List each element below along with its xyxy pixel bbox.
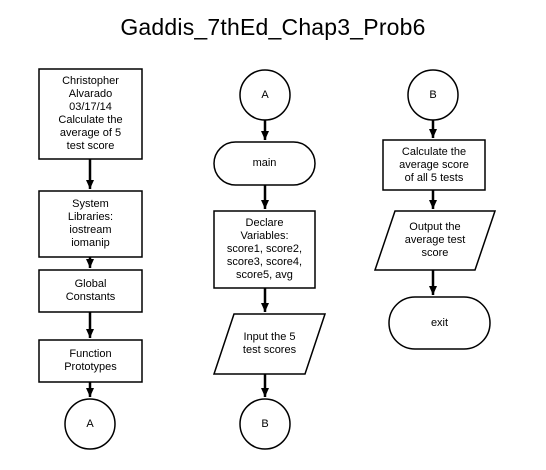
calculate-average-label: Calculate the average score of all 5 tes… <box>399 145 469 184</box>
main-terminal-label: main <box>252 157 277 169</box>
declare-variables-label: Declare Variables: score1, score2, score… <box>226 217 303 281</box>
system-libraries-box <box>38 190 143 258</box>
connector-a-out-label: A <box>86 417 94 430</box>
header-process-label: Christopher Alvarado 03/17/14 Calculate … <box>58 75 123 152</box>
connector-b-in-label: B <box>429 88 437 101</box>
header-process-box <box>38 68 143 160</box>
system-libraries-label: System Libraries: iostream iomanip <box>67 198 114 249</box>
declare-variables-box <box>213 210 316 289</box>
diagram-title: Gaddis_7thEd_Chap3_Prob6 <box>120 14 426 40</box>
calculate-average-box <box>382 139 486 191</box>
connector-a-out <box>64 398 116 450</box>
connector-a-in-label: A <box>261 88 269 101</box>
input-scores-parallelogram <box>212 313 327 375</box>
global-constants-label: Global Constants <box>65 278 116 303</box>
connector-b-out <box>239 398 291 450</box>
input-scores-label: Input the 5 test scores <box>242 331 297 356</box>
connector-b-out-label: B <box>261 417 269 430</box>
function-prototypes-label: Function Prototypes <box>64 348 117 373</box>
exit-terminal <box>388 296 491 350</box>
output-average-label: Output the average test score <box>404 221 466 259</box>
output-average-parallelogram <box>373 210 497 271</box>
global-constants-box <box>38 269 143 313</box>
exit-terminal-label: exit <box>430 316 449 329</box>
